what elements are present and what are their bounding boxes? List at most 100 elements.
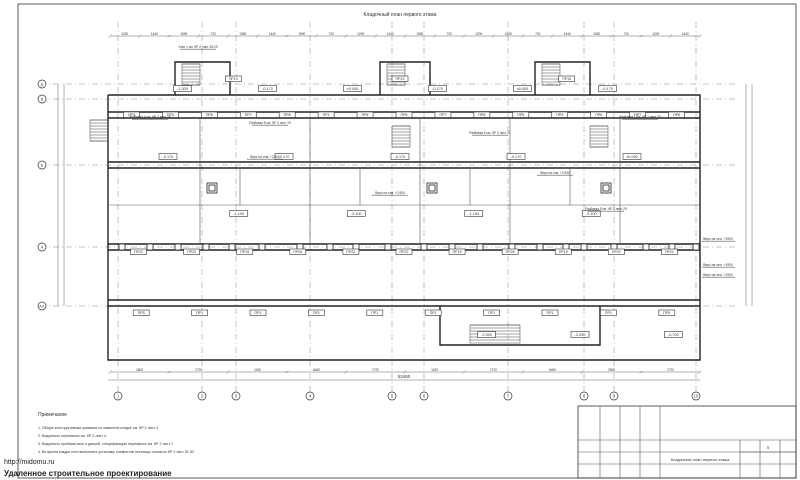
level-mark-value: -0.170	[602, 87, 613, 91]
opening-b	[473, 111, 491, 118]
opening-b-label: ПР6	[206, 113, 213, 117]
opening-a1-label: ПР5	[138, 311, 145, 315]
axis-label-9: 9	[613, 394, 616, 399]
level-mark-value: -1.300	[177, 87, 188, 91]
opening-top-label: ПР10	[562, 77, 571, 81]
dim-top-tick	[137, 34, 142, 38]
column	[420, 243, 428, 251]
level-mark-value: -0.170	[163, 155, 174, 159]
opening-b-label: ПР7	[439, 113, 446, 117]
column	[642, 243, 650, 251]
level-mark	[274, 153, 294, 160]
opening-b-label: ПР7	[245, 113, 252, 117]
axis-bubble-3	[231, 391, 241, 401]
dim-top-tick	[255, 34, 260, 38]
level-mark-value: -2.100	[351, 212, 362, 216]
shaft-core	[602, 184, 610, 192]
opening-b-label: ПР8	[478, 113, 485, 117]
opening-a	[342, 248, 360, 255]
dim-bottom-value: 7270	[667, 368, 674, 372]
dim-top-value: 1200	[121, 32, 128, 36]
callout-text: Разбивка 9 см. КР 2 лист 29	[585, 207, 627, 211]
dim-top-value: 1590	[593, 32, 600, 36]
axis-label-3: 3	[235, 394, 238, 399]
opening-a-label: ПР19	[559, 250, 568, 254]
opening-a1	[132, 309, 150, 316]
opening-b	[239, 111, 257, 118]
column	[174, 243, 182, 251]
level-mark-value: ±0.000	[626, 155, 638, 159]
dim-top-value: 1200	[357, 32, 364, 36]
dim-top-tick	[226, 34, 230, 38]
dim-top-tick	[668, 34, 673, 38]
stamp-title: Кладочный план первого этажа	[671, 457, 730, 462]
stairs	[89, 63, 609, 344]
axis-label-4: 4	[309, 394, 312, 399]
callout-text: Разбивка 5 см. КР 2 лист 19	[249, 121, 291, 125]
opening-top-label: ПР13	[396, 77, 405, 81]
opening-b	[278, 111, 296, 118]
opening-a	[395, 248, 413, 255]
right-note: Верх на отм. +1900	[703, 263, 733, 267]
level-mark	[622, 153, 642, 160]
dim-top-value: 1200	[652, 32, 659, 36]
dim-top-tick	[491, 34, 496, 38]
dim-top-value: 1440	[564, 32, 571, 36]
dim-top-tick	[698, 34, 702, 38]
stair-flight	[391, 125, 411, 148]
axis-bubble-2	[197, 391, 207, 401]
callout-text: Разбивка 4 см. КР 2 лист 16	[129, 115, 171, 119]
dim-top-tick	[403, 34, 407, 38]
dim-bottom-tick	[108, 370, 112, 374]
level-mark	[390, 153, 410, 160]
opening-a	[608, 248, 625, 255]
axis-label-6: 6	[423, 394, 426, 399]
watermark-site[interactable]: http://midomu.ru	[4, 459, 55, 466]
axis-label-В: В	[41, 98, 44, 102]
column	[146, 243, 154, 251]
title-block: Кладочный план первого этажа 5	[577, 405, 797, 479]
opening-b-label: ПР7	[634, 113, 641, 117]
opening-a	[661, 248, 678, 255]
dim-bottom-tick	[285, 370, 289, 374]
level-mark	[173, 85, 192, 92]
opening-a	[183, 248, 200, 255]
callout-text: Верх на отм. +2.900	[375, 191, 405, 195]
stair-flight	[181, 63, 201, 86]
columns	[118, 182, 700, 251]
opening-a	[236, 248, 254, 255]
stair-flight	[589, 125, 609, 148]
level-mark-value: -2.000	[481, 333, 492, 337]
axis-label-2: 2	[201, 394, 204, 399]
level-mark	[258, 85, 277, 92]
dim-top-tick	[285, 34, 289, 38]
dim-top-tick	[550, 34, 555, 38]
level-mark	[343, 85, 362, 92]
level-mark	[229, 210, 249, 217]
column	[326, 243, 334, 251]
level-mark-value: -2.030	[575, 333, 586, 337]
level-mark-value: -1.100	[233, 212, 244, 216]
opening-b	[123, 111, 140, 118]
axis-label-А: А	[41, 246, 44, 250]
opening-a1	[658, 309, 676, 316]
opening-a1-label: ПР1	[488, 311, 495, 315]
opening-a-label: ПР22	[187, 250, 196, 254]
opening-b	[551, 111, 569, 118]
right-note: Верх на отм. +1900	[703, 237, 733, 241]
dim-bottom-tick	[698, 370, 702, 374]
level-mark	[570, 331, 590, 338]
level-mark	[513, 85, 532, 92]
stair-flight	[89, 119, 109, 142]
callout-text: Узел 1 см. КР 2 лист 28-29	[178, 45, 217, 49]
axis-label-10: 10	[694, 394, 699, 399]
total-dimension: 52460	[398, 374, 411, 379]
opening-b	[162, 111, 179, 118]
callout-text: Верх на отм. +2.900	[540, 171, 570, 175]
dim-bottom-tick	[521, 370, 525, 374]
column	[228, 243, 236, 251]
axis-bubble-8	[579, 391, 589, 401]
